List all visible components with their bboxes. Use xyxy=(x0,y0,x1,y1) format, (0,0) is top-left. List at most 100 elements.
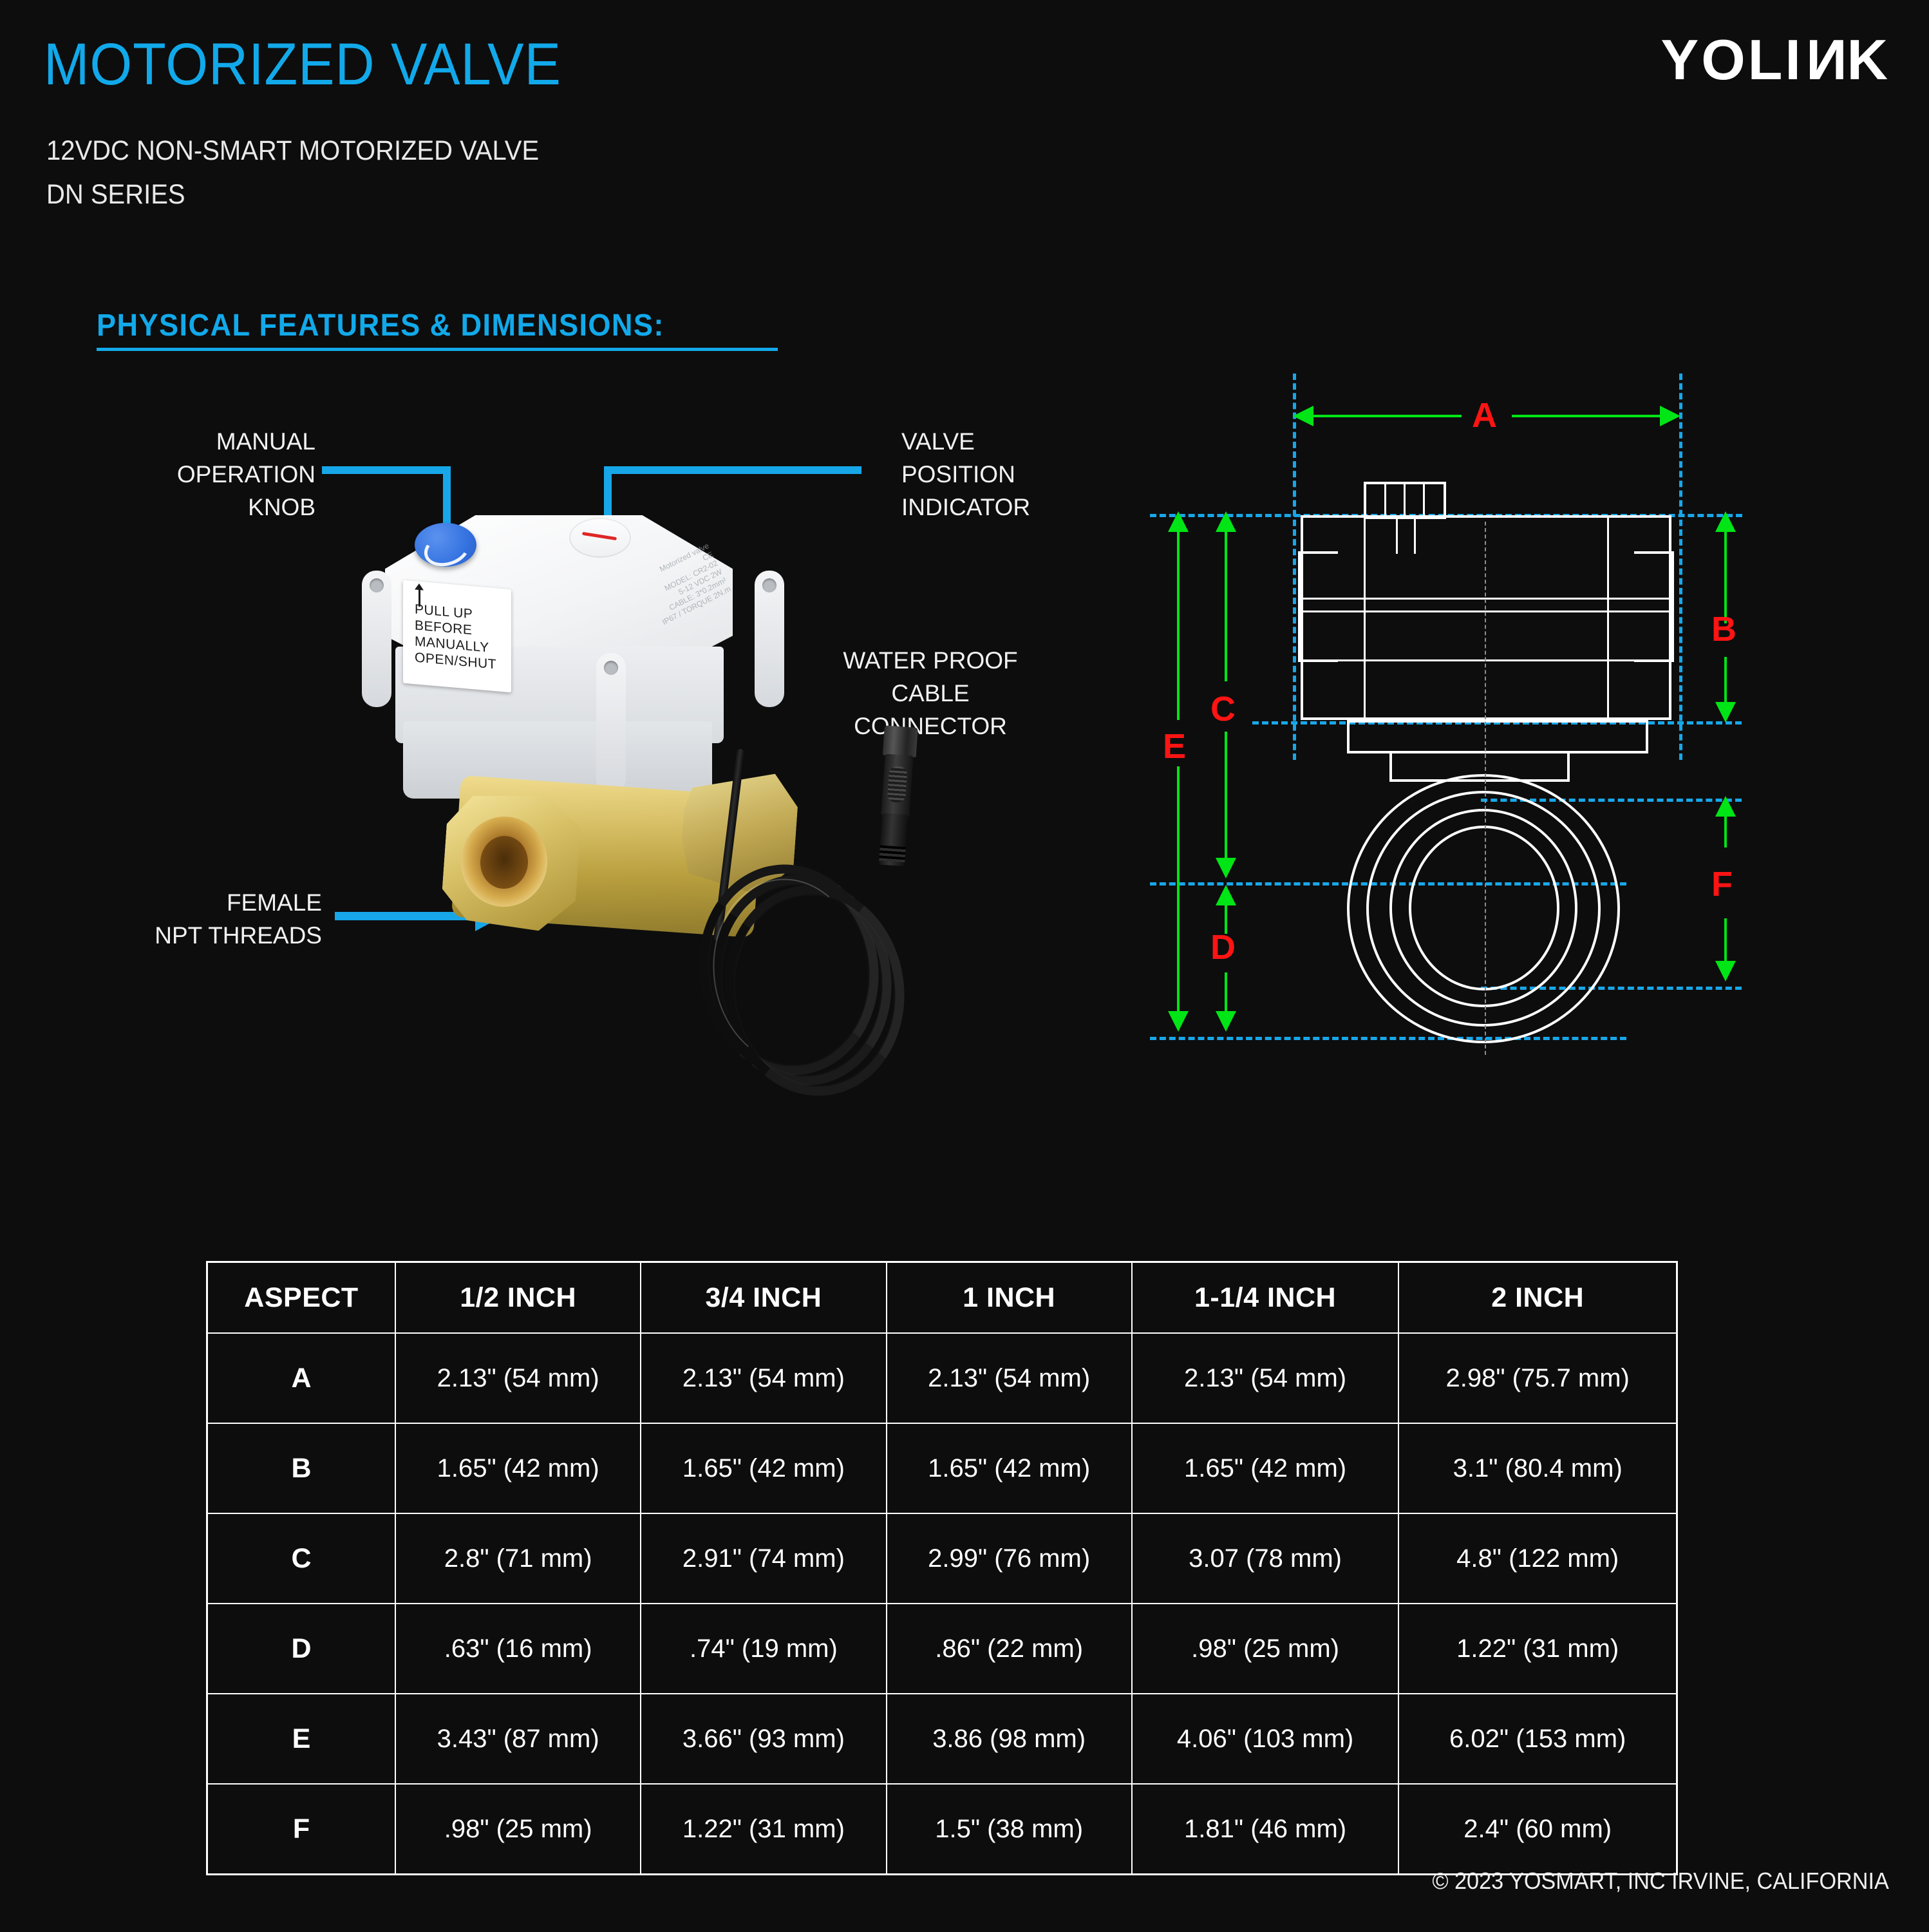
extension-line-housing-bottom xyxy=(1252,721,1742,724)
dim-arrow-c-top xyxy=(1216,511,1236,532)
cell-a-two: 2.98" (75.7 mm) xyxy=(1398,1332,1678,1424)
outline-housing-inner-left xyxy=(1364,518,1366,719)
outline-stem-rib-3 xyxy=(1423,484,1425,516)
dim-label-e: E xyxy=(1163,727,1187,766)
table-header-row: ASPECT 1/2 INCH 3/4 INCH 1 INCH 1-1/4 IN… xyxy=(206,1261,1678,1334)
outline-stem-cap-left xyxy=(1364,482,1366,519)
leader-line-knob-vertical xyxy=(443,466,451,536)
manual-operation-knob[interactable] xyxy=(415,523,476,567)
outline-housing-seam-1 xyxy=(1303,598,1669,600)
dim-arrow-c-bottom xyxy=(1216,858,1236,878)
row-label-d: D xyxy=(206,1603,396,1694)
outline-stem-cap-right xyxy=(1444,482,1446,519)
dim-arrow-d-bottom xyxy=(1216,1011,1236,1032)
table-row: B 1.65" (42 mm) 1.65" (42 mm) 1.65" (42 … xyxy=(206,1423,1678,1514)
row-label-e: E xyxy=(206,1693,396,1785)
outline-ball-mid xyxy=(1366,791,1601,1027)
extension-line-right-vertical xyxy=(1679,374,1682,760)
outline-stem-shaft-right xyxy=(1414,518,1416,554)
outline-housing-bottom xyxy=(1301,717,1671,720)
outline-fin-left-top xyxy=(1298,551,1338,554)
dim-line-c-upper xyxy=(1225,527,1227,681)
dim-line-f-upper xyxy=(1724,814,1727,848)
cell-c-two: 4.8" (122 mm) xyxy=(1398,1513,1678,1604)
outline-ball-bore xyxy=(1409,826,1559,990)
connector-cap xyxy=(882,725,918,757)
dim-arrow-b-bottom xyxy=(1715,702,1736,723)
cell-f-half: .98" (25 mm) xyxy=(394,1783,642,1875)
dim-line-d-lower xyxy=(1225,972,1227,1016)
cell-d-two: 1.22" (31 mm) xyxy=(1398,1603,1678,1694)
table-header-half-inch: 1/2 INCH xyxy=(394,1261,642,1334)
leader-line-threads xyxy=(335,912,476,920)
outline-housing-left xyxy=(1301,515,1303,720)
callout-valve-position-indicator: VALVE POSITION INDICATOR xyxy=(901,428,1031,520)
outline-housing-inner-right xyxy=(1607,518,1609,719)
product-subtitle-line2: DN SERIES xyxy=(46,179,185,210)
dim-line-d-upper xyxy=(1225,896,1227,934)
table-header-three-quarter-inch: 3/4 INCH xyxy=(640,1261,887,1334)
connector-strain-relief-rings xyxy=(879,845,906,863)
cell-d-three-quarter: .74" (19 mm) xyxy=(640,1603,887,1694)
outline-stem-shaft-left xyxy=(1396,518,1398,554)
outline-vertical-centerline xyxy=(1485,522,1486,1055)
housing-fin-right xyxy=(755,571,784,707)
table-row: C 2.8" (71 mm) 2.91" (74 mm) 2.99" (76 m… xyxy=(206,1513,1678,1604)
dim-label-c: C xyxy=(1210,690,1236,728)
cell-b-one-quarter: 1.65" (42 mm) xyxy=(1131,1423,1400,1514)
cell-b-one: 1.65" (42 mm) xyxy=(885,1423,1133,1514)
product-subtitle-line1: 12VDC NON-SMART MOTORIZED VALVE xyxy=(46,135,540,166)
dim-line-a-right xyxy=(1512,415,1665,417)
outline-stem-cap-bottom xyxy=(1364,516,1446,519)
cell-c-one-quarter: 3.07 (78 mm) xyxy=(1131,1513,1400,1604)
outline-ball-inner xyxy=(1389,809,1577,1007)
dim-arrow-a-left xyxy=(1293,406,1313,426)
cell-a-one-quarter: 2.13" (54 mm) xyxy=(1131,1332,1400,1424)
extension-line-ball-bottom xyxy=(1481,987,1742,990)
outline-base-bottom xyxy=(1347,751,1648,753)
housing-fin-left xyxy=(362,571,391,707)
outline-fin-right-bottom xyxy=(1634,659,1674,662)
dim-line-f-lower xyxy=(1724,918,1727,966)
outline-stem-rib-2 xyxy=(1404,484,1406,516)
outline-fin-left-outer xyxy=(1298,551,1301,662)
dim-label-f: F xyxy=(1711,865,1733,904)
connector-grip-ribs xyxy=(887,766,908,803)
callout-waterproof-cable-connector: WATER PROOF CABLE CONNECTOR xyxy=(843,647,1018,739)
cell-e-one: 3.86 (98 mm) xyxy=(885,1693,1133,1785)
outline-base-top xyxy=(1347,720,1648,723)
outline-fin-left-bottom xyxy=(1298,659,1338,662)
leader-line-indicator-horizontal xyxy=(604,466,861,474)
outline-stem-rib-1 xyxy=(1384,484,1386,516)
row-label-a: A xyxy=(206,1332,396,1424)
outline-stem-cap-top xyxy=(1364,482,1446,484)
callout-female-npt-threads: FEMALE NPT THREADS xyxy=(155,889,322,949)
waterproof-cable-connector xyxy=(873,725,919,873)
logo-text-part2: K xyxy=(1847,28,1890,91)
technical-dimension-drawing: A B C D E F xyxy=(1120,374,1771,1159)
cell-e-one-quarter: 4.06" (103 mm) xyxy=(1131,1693,1400,1785)
table-header-aspect: ASPECT xyxy=(206,1261,396,1334)
dim-arrow-f-top xyxy=(1715,796,1736,817)
cell-b-half: 1.65" (42 mm) xyxy=(394,1423,642,1514)
logo-text-part1: YOLI xyxy=(1661,28,1803,91)
fin-hole-left xyxy=(370,578,384,592)
row-label-c: C xyxy=(206,1513,396,1604)
dim-arrow-a-right xyxy=(1660,406,1680,426)
cell-f-one-quarter: 1.81" (46 mm) xyxy=(1131,1783,1400,1875)
section-heading-underline xyxy=(97,348,778,351)
extension-line-ball-top xyxy=(1481,799,1742,802)
row-label-b: B xyxy=(206,1423,396,1514)
fin-hole-right xyxy=(762,578,776,592)
dim-arrow-d-top xyxy=(1216,885,1236,905)
outline-fin-right-top xyxy=(1634,551,1674,554)
cell-e-half: 3.43" (87 mm) xyxy=(394,1693,642,1785)
dim-line-b-lower xyxy=(1724,657,1727,712)
section-heading: PHYSICAL FEATURES & DIMENSIONS: xyxy=(97,308,664,343)
cell-a-one: 2.13" (54 mm) xyxy=(885,1332,1133,1424)
cell-e-two: 6.02" (153 mm) xyxy=(1398,1693,1678,1785)
table-row: F .98" (25 mm) 1.22" (31 mm) 1.5" (38 mm… xyxy=(206,1783,1678,1875)
cell-b-three-quarter: 1.65" (42 mm) xyxy=(640,1423,887,1514)
dim-line-e-upper xyxy=(1177,527,1180,720)
cell-e-three-quarter: 3.66" (93 mm) xyxy=(640,1693,887,1785)
